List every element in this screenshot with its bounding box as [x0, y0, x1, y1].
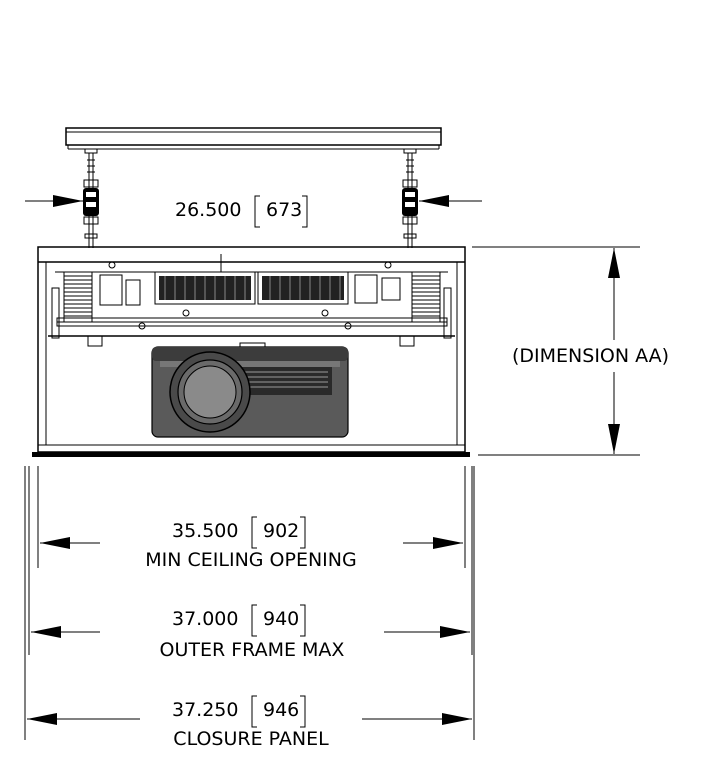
closure-panel-value: 37.250 — [172, 699, 238, 721]
lift-mechanism — [48, 254, 455, 347]
left-threaded-rod — [83, 148, 99, 248]
right-threaded-rod — [402, 148, 418, 248]
closure-panel-dimension: 37.250 946 CLOSURE PANEL — [27, 695, 472, 750]
right-spring-stack — [411, 271, 441, 323]
ceiling-mount-plate — [65, 127, 442, 150]
height-dimension-label: (DIMENSION AA) — [512, 345, 669, 367]
outer-frame-max-value: 37.000 — [172, 608, 238, 630]
min-ceiling-opening-label: MIN CEILING OPENING — [145, 549, 356, 571]
motor-heatsink-left — [154, 271, 256, 305]
rod-spacing-value: 26.500 — [175, 199, 241, 221]
rod-spacing-dimension: 26.500 673 — [25, 195, 482, 228]
motor-heatsink-right — [257, 271, 349, 305]
projector — [151, 342, 349, 438]
lift-housing — [32, 246, 470, 457]
min-ceiling-opening-dimension: 35.500 902 MIN CEILING OPENING — [40, 516, 463, 571]
outer-frame-max-metric: 940 — [263, 608, 299, 630]
min-ceiling-opening-metric: 902 — [263, 520, 299, 542]
left-spring-stack — [63, 271, 93, 323]
rod-spacing-metric: 673 — [266, 199, 302, 221]
closure-panel-metric: 946 — [263, 699, 299, 721]
extension-lines — [24, 466, 475, 740]
closure-panel-label: CLOSURE PANEL — [173, 728, 329, 750]
height-dimension: (DIMENSION AA) — [472, 246, 669, 456]
min-ceiling-opening-value: 35.500 — [172, 520, 238, 542]
outer-frame-max-label: OUTER FRAME MAX — [160, 639, 345, 661]
outer-frame-max-dimension: 37.000 940 OUTER FRAME MAX — [31, 604, 470, 661]
